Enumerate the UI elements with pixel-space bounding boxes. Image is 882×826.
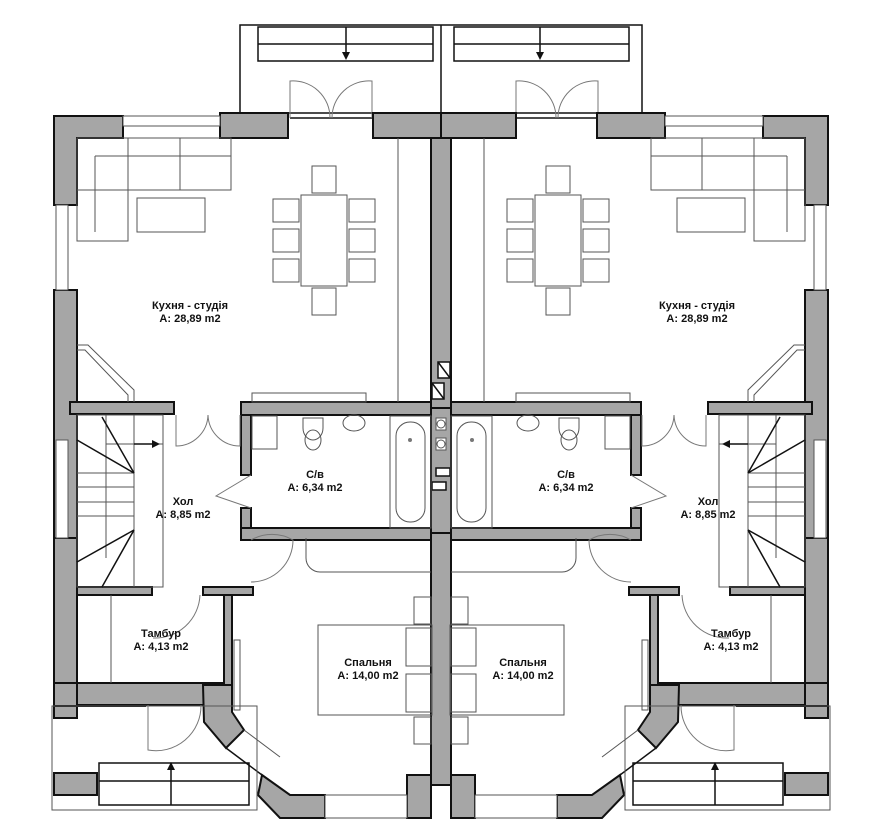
- room-name: Хол: [172, 496, 194, 508]
- room-area: A: 14,00 m2: [492, 670, 554, 682]
- interior-walls: [69, 401, 813, 819]
- furniture-right: [449, 137, 806, 745]
- room-name: Спальня: [344, 657, 392, 669]
- room-name: Спальня: [499, 657, 547, 669]
- room-label-hall-left: Хол A: 8,85 m2: [155, 496, 210, 522]
- furniture-left: [76, 137, 433, 745]
- room-label-bathroom-left: С/в A: 6,34 m2: [287, 469, 342, 495]
- terrace-doors: [289, 80, 599, 119]
- front-porches: [51, 704, 831, 811]
- room-label-hall-right: Хол A: 8,85 m2: [680, 496, 735, 522]
- room-area: A: 4,13 m2: [133, 641, 189, 653]
- room-name: С/в: [306, 469, 324, 481]
- room-name: Тамбур: [711, 628, 751, 640]
- room-name: С/в: [557, 469, 575, 481]
- room-name: Кухня - студія: [658, 300, 736, 312]
- room-label-bathroom-right: С/в A: 6,34 m2: [538, 469, 593, 495]
- party-wall: [430, 137, 452, 786]
- room-area: A: 6,34 m2: [538, 482, 594, 494]
- room-area: A: 28,89 m2: [159, 313, 221, 325]
- room-label-bedroom-left: Спальня A: 14,00 m2: [337, 657, 398, 683]
- room-area: A: 14,00 m2: [337, 670, 399, 682]
- room-area: A: 8,85 m2: [680, 509, 736, 521]
- rear-terraces: [239, 24, 643, 114]
- room-name: Хол: [697, 496, 719, 508]
- room-area: A: 8,85 m2: [155, 509, 211, 521]
- room-name: Тамбур: [141, 628, 181, 640]
- room-name: Кухня - студія: [151, 300, 229, 312]
- room-area: A: 6,34 m2: [287, 482, 343, 494]
- room-area: A: 28,89 m2: [666, 313, 728, 325]
- room-label-vestibule-left: Тамбур A: 4,13 m2: [133, 628, 188, 654]
- room-area: A: 4,13 m2: [703, 641, 759, 653]
- room-label-kitchen-left: Кухня - студія A: 28,89 m2: [152, 300, 228, 326]
- room-label-kitchen-right: Кухня - студія A: 28,89 m2: [659, 300, 735, 326]
- room-label-vestibule-right: Тамбур A: 4,13 m2: [703, 628, 758, 654]
- room-label-bedroom-right: Спальня A: 14,00 m2: [492, 657, 553, 683]
